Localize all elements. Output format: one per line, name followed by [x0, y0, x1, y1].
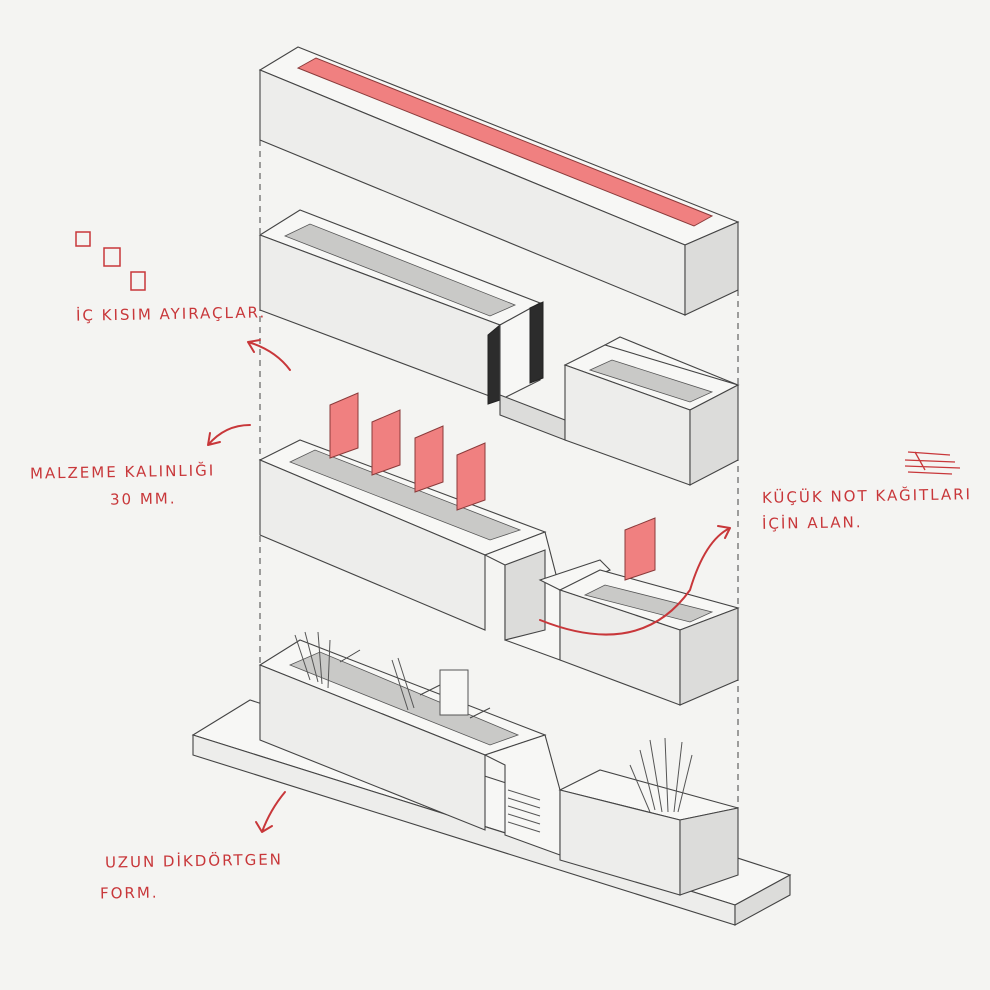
label-notes-1: KÜÇÜK NOT KAĞITLARI: [761, 485, 973, 507]
label-thickness-2: 30 MM.: [109, 489, 177, 509]
label-notes-2: İÇİN ALAN.: [761, 513, 863, 533]
arrow-form: [255, 791, 286, 833]
arrow-notes: [539, 525, 731, 636]
arrow-dividers: [247, 339, 291, 371]
red-panel-4: [456, 442, 486, 511]
red-note-panel: [624, 517, 656, 581]
divider-layer: [258, 209, 740, 486]
lid-red-inset: [296, 57, 714, 227]
pencils-left: [294, 631, 469, 716]
red-panel-2: [371, 409, 401, 476]
arrow-thickness: [207, 424, 251, 446]
label-form-1: UZUN DİKDÖRTGEN: [104, 850, 284, 872]
base-layer: [191, 631, 792, 926]
label-dividers: İÇ KISIM AYIRAÇLAR.: [75, 303, 267, 325]
notepaper-sketch-icon: [904, 451, 961, 475]
red-panel-3: [414, 425, 444, 493]
pencils-right: [629, 737, 693, 813]
thickness-layer: [258, 392, 740, 706]
label-thickness-1: MALZEME KALINLIĞI: [29, 461, 216, 483]
red-panel-1: [329, 392, 359, 459]
divider-sketch-icon: [75, 231, 146, 291]
label-form-2: FORM.: [99, 883, 159, 903]
lid-layer: [258, 46, 740, 316]
